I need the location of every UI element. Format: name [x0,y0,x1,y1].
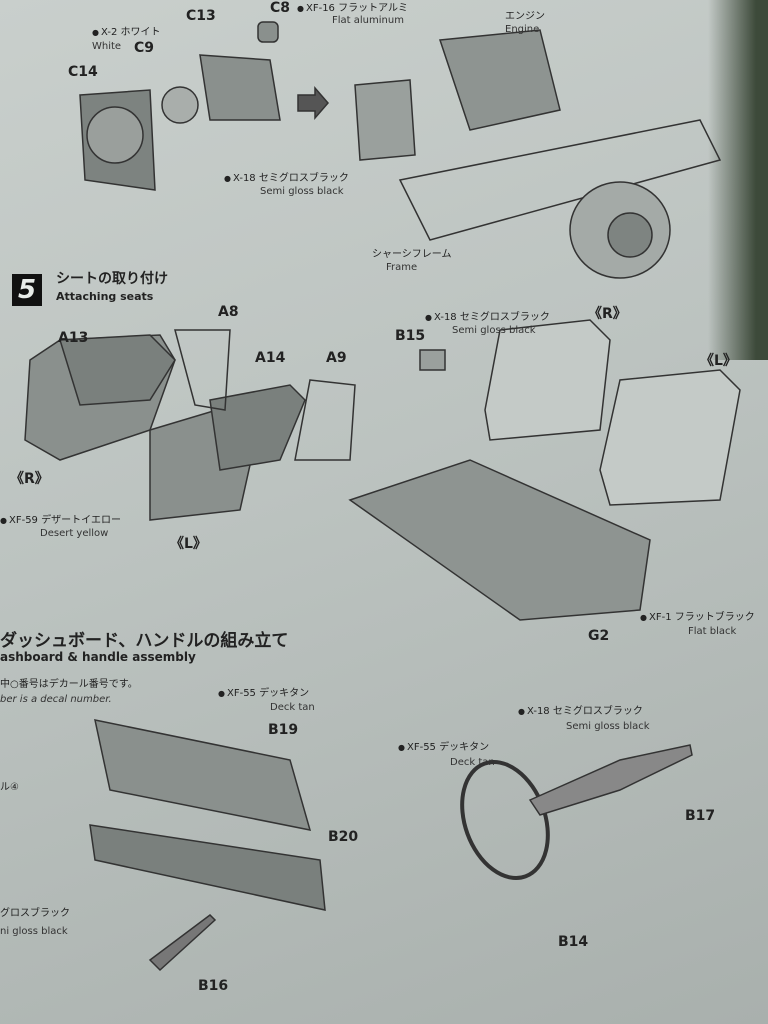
step5-title-en: Attaching seats [56,290,154,303]
engine-chassis [354,29,722,279]
paint-name: Semi gloss black [452,325,536,336]
paint-name: Desert yellow [40,528,109,539]
decal-note-en: ber is a decal number. [0,694,112,705]
step5-title-jp: シートの取り付け [56,271,168,287]
part-label: A14 [255,350,286,366]
step-number: 5 [12,274,42,306]
part-label: G2 [588,628,610,644]
part-label: B16 [198,978,229,994]
seats-illustration [24,319,741,621]
part-label: A8 [218,304,239,320]
engine-label-jp: エンジン [505,11,545,22]
paint-code: XF-1 フラットブラック [640,612,755,624]
part-label: B19 [268,722,299,738]
part-label: B20 [328,829,359,845]
paint-code: X-2 ホワイト [92,27,161,39]
frame-label-en: Frame [386,262,418,273]
paint-code: X-18 セミグロスブラック [425,312,550,324]
part-label: B14 [558,934,589,950]
paint-name: Deck tan [450,757,495,768]
right-seat-label: 《R》 [588,306,627,322]
paint-code: X-18 セミグロスブラック [518,706,643,718]
paint-name: ni gloss black [0,926,68,937]
part-label: C14 [68,64,98,80]
part-label: C13 [186,8,216,24]
paint-code: XF-55 デッキタン [398,742,489,754]
dashboard-steering [89,719,693,972]
part-label: B15 [395,328,426,344]
paint-code: XF-55 デッキタン [218,688,309,700]
paint-name: White [92,41,122,52]
radiator-parts [79,21,329,191]
part-label: C9 [134,40,155,56]
paint-name: Flat aluminum [332,15,404,26]
step6-title-jp: ダッシュボード、ハンドルの組み立て [0,631,289,651]
paint-name: Semi gloss black [260,186,344,197]
paint-code: グロスブラック [0,908,70,919]
paint-name: Flat black [688,626,737,637]
frame-label-jp: シャーシフレーム [372,249,452,260]
part-label: A9 [326,350,347,366]
paint-name: Semi gloss black [566,721,650,732]
step6-title-en: ashboard & handle assembly [0,650,196,664]
decal-note-jp: 中○番号はデカール番号です。 [0,679,138,690]
paint-code: X-18 セミグロスブラック [224,173,349,185]
engine-label-en: Engine [505,24,540,35]
part-label: A13 [58,330,89,346]
cutting-mat-edge [708,0,768,360]
right-seat-label: 《R》 [10,471,49,487]
decal-label: ル④ [0,782,19,793]
paint-name: Deck tan [270,702,315,713]
left-seat-label: 《L》 [170,536,207,552]
paint-code: XF-16 フラットアルミ [297,3,408,15]
part-label: C8 [270,0,291,16]
paint-code: XF-59 デザートイエロー [0,515,121,527]
left-seat-label: 《L》 [700,353,737,369]
part-label: B17 [685,808,716,824]
